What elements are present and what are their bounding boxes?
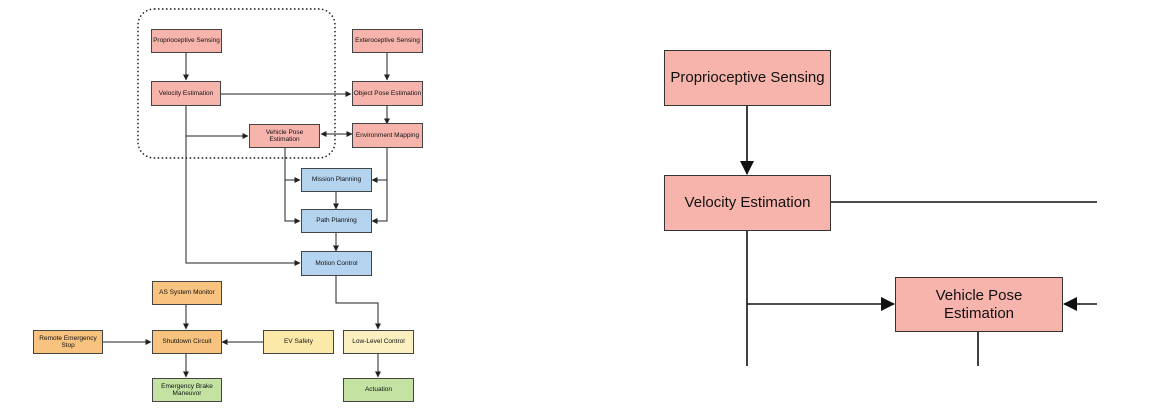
perception-group-outline [137, 8, 336, 159]
node-exteroceptive-sensing: Exteroceptive Sensing [352, 29, 423, 53]
node-as-system-monitor: AS System Monitor [152, 281, 222, 305]
node-vehicle-pose-estimation: Vehicle Pose Estimation [249, 124, 320, 148]
node-remote-emergency-stop: Remote Emergency Stop [33, 330, 103, 354]
node-object-pose-estimation: Object Pose Estimation [352, 81, 423, 106]
node-path-planning: Path Planning [301, 209, 372, 233]
node-mission-planning: Mission Planning [301, 168, 372, 192]
node-shutdown-circuit: Shutdown Circuit [152, 330, 222, 354]
node-proprioceptive-sensing: Proprioceptive Sensing [151, 29, 222, 53]
zoom-connectors [740, 106, 1097, 366]
zoom-node-velocity-estimation: Velocity Estimation [664, 175, 831, 231]
zoom-detail-diagram: Proprioceptive Sensing Velocity Estimati… [600, 0, 1161, 416]
node-actuation: Actuation [343, 378, 414, 402]
node-emergency-brake-maneuvor: Emergency Brake Maneuvor [152, 378, 222, 402]
node-environment-mapping: Environment Mapping [352, 123, 423, 148]
zoom-node-proprioceptive-sensing: Proprioceptive Sensing [664, 50, 831, 106]
node-low-level-control: Low-Level Control [343, 330, 414, 354]
node-velocity-estimation: Velocity Estimation [151, 81, 221, 106]
overview-diagram: Proprioceptive Sensing Exteroceptive Sen… [0, 0, 460, 416]
node-motion-control: Motion Control [301, 251, 372, 276]
node-ev-safety: EV Safety [263, 330, 334, 354]
zoom-node-vehicle-pose-estimation: Vehicle Pose Estimation [895, 277, 1063, 332]
overview-connectors [103, 8, 390, 378]
